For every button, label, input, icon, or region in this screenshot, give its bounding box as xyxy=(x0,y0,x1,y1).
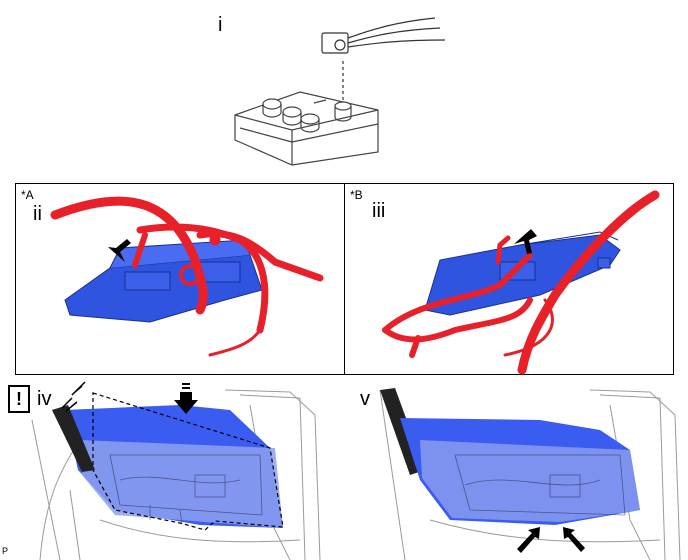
arrow-icon xyxy=(517,527,540,553)
door-left-glass xyxy=(65,405,283,528)
step-label-iv: iv xyxy=(37,388,52,410)
step-label-ii: ii xyxy=(33,203,42,225)
corner-mark: P xyxy=(2,546,9,556)
battery-terminal-icon xyxy=(321,17,446,100)
pillar-seal xyxy=(52,405,95,472)
panel-b-frame xyxy=(344,183,674,375)
arrow-icon xyxy=(563,527,585,552)
warning-icon: ! xyxy=(8,385,30,413)
panel-a-switch xyxy=(64,239,263,323)
door-left-inner-detail xyxy=(109,454,263,525)
arrow-icon xyxy=(514,229,537,254)
tool-icon xyxy=(61,381,86,412)
door-right-inner-detail xyxy=(454,454,626,516)
step-label-iii: iii xyxy=(372,200,386,222)
panel-a-harness xyxy=(50,196,324,357)
panel-b-harness xyxy=(382,190,660,375)
battery-illustration xyxy=(234,91,379,166)
step-label-v: v xyxy=(360,388,370,410)
panel-b-tag: *B xyxy=(350,188,363,202)
trim-outline-dashed xyxy=(92,392,284,531)
door-right-glass xyxy=(400,418,640,525)
arrow-icon xyxy=(108,239,131,262)
panel-a-tag: *A xyxy=(21,188,34,202)
press-down-arrow-icon xyxy=(174,383,198,414)
step-label-i: i xyxy=(218,14,223,36)
